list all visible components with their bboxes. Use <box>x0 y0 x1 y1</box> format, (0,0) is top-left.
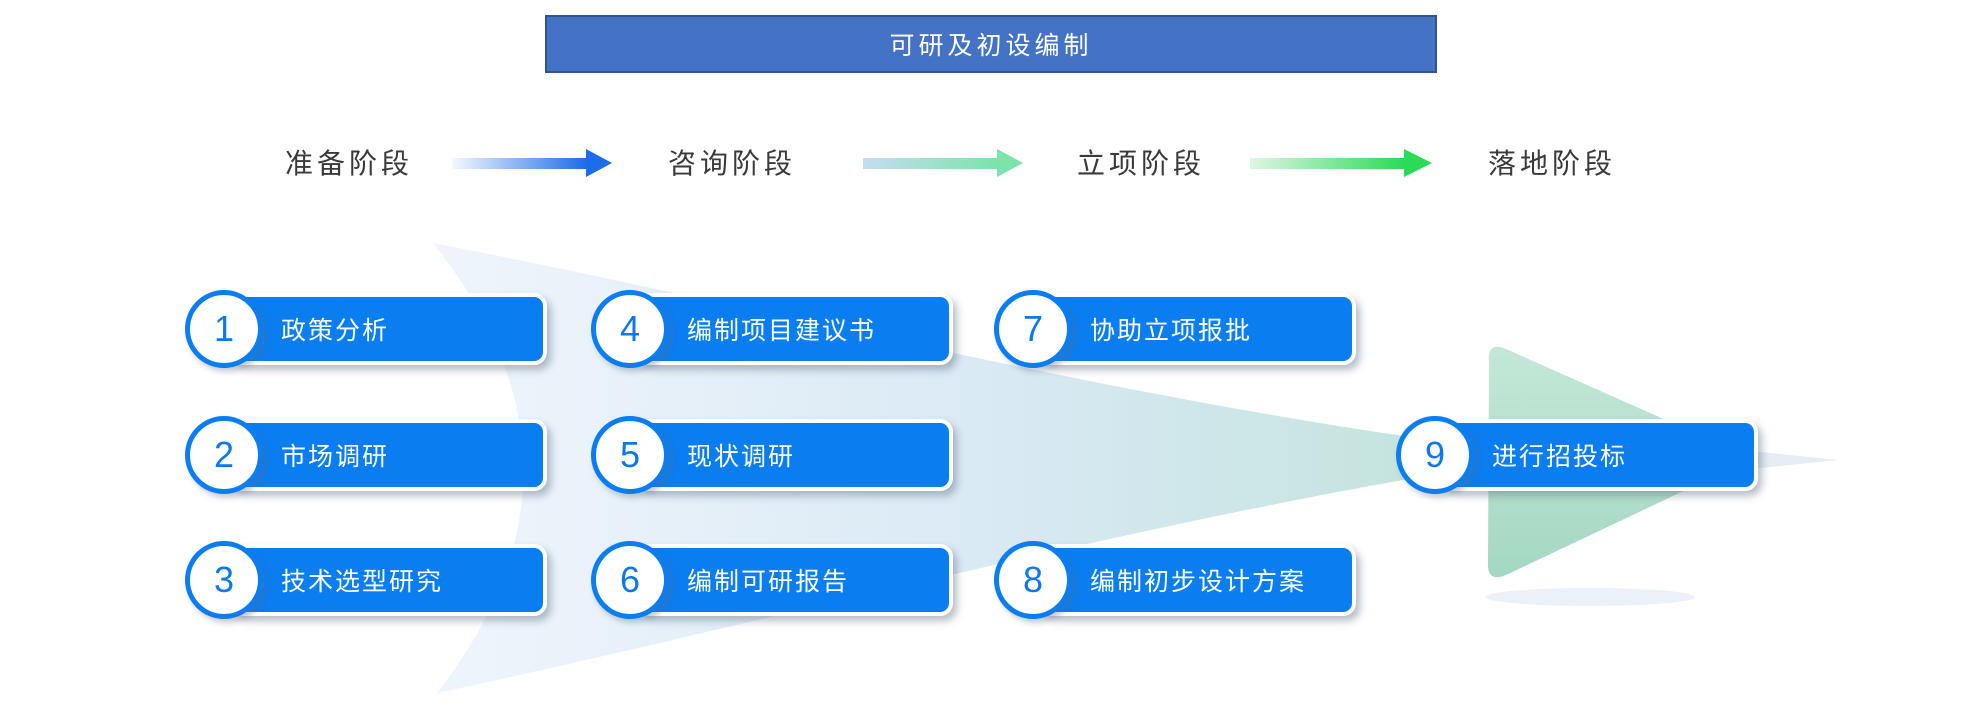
step-item-1: 政策分析 1 <box>185 290 547 376</box>
arrow-head <box>997 149 1023 177</box>
step-number: 9 <box>1424 434 1446 475</box>
step-number-circle: 3 <box>185 541 263 619</box>
step-number: 5 <box>619 434 641 475</box>
step-pill: 政策分析 <box>231 293 547 365</box>
phase-label-consulting: 咨询阶段 <box>668 148 797 179</box>
phase-arrow-1-icon <box>452 149 612 177</box>
step-number-circle: 1 <box>185 290 263 368</box>
arrow-shaft <box>863 157 997 169</box>
page-title: 可研及初设编制 <box>889 32 1093 60</box>
step-item-3: 技术选型研究 3 <box>185 541 547 627</box>
phase-label-preparation: 准备阶段 <box>285 148 414 179</box>
step-item-5: 现状调研 5 <box>591 416 953 502</box>
step-number-circle: 8 <box>994 541 1072 619</box>
step-number-circle: 6 <box>591 541 669 619</box>
step-pill: 编制可研报告 <box>637 544 953 616</box>
step-pill: 现状调研 <box>637 419 953 491</box>
step-number-circle: 5 <box>591 416 669 494</box>
step-number: 1 <box>213 308 235 349</box>
step-pill: 编制项目建议书 <box>637 293 953 365</box>
step-label: 编制可研报告 <box>687 568 850 596</box>
step-number-circle: 7 <box>994 290 1072 368</box>
step-label: 编制项目建议书 <box>687 317 877 345</box>
step-number: 8 <box>1022 559 1044 600</box>
arrowhead-shadow <box>1485 588 1695 606</box>
step-label: 技术选型研究 <box>281 568 444 596</box>
phase-label-approval: 立项阶段 <box>1077 148 1206 179</box>
step-pill: 进行招投标 <box>1442 419 1758 491</box>
step-label: 协助立项报批 <box>1090 317 1253 345</box>
step-pill: 市场调研 <box>231 419 547 491</box>
step-pill: 协助立项报批 <box>1040 293 1356 365</box>
step-label: 进行招投标 <box>1492 443 1628 471</box>
step-item-9: 进行招投标 9 <box>1396 416 1758 502</box>
step-item-6: 编制可研报告 6 <box>591 541 953 627</box>
phase-label-landing: 落地阶段 <box>1488 148 1617 179</box>
step-number-circle: 9 <box>1396 416 1474 494</box>
arrow-head <box>1404 149 1432 177</box>
title-bar: 可研及初设编制 <box>545 15 1437 73</box>
step-label: 现状调研 <box>687 443 796 471</box>
step-item-2: 市场调研 2 <box>185 416 547 502</box>
step-number: 3 <box>213 559 235 600</box>
phase-arrow-2-icon <box>863 149 1023 177</box>
step-pill: 编制初步设计方案 <box>1040 544 1356 616</box>
arrow-shaft <box>452 157 586 169</box>
step-label: 编制初步设计方案 <box>1090 568 1307 596</box>
phase-arrow-3-icon <box>1250 149 1432 177</box>
step-number: 7 <box>1022 308 1044 349</box>
arrow-head <box>586 149 612 177</box>
arrow-shaft <box>1250 157 1404 169</box>
step-label: 市场调研 <box>281 443 390 471</box>
flow-arrow-tail-streak <box>1742 450 1838 470</box>
step-item-4: 编制项目建议书 4 <box>591 290 953 376</box>
step-pill: 技术选型研究 <box>231 544 547 616</box>
step-number: 4 <box>619 308 641 349</box>
step-item-8: 编制初步设计方案 8 <box>994 541 1356 627</box>
step-number: 2 <box>213 434 235 475</box>
step-number: 6 <box>619 559 641 600</box>
step-number-circle: 4 <box>591 290 669 368</box>
step-label: 政策分析 <box>281 317 390 345</box>
step-number-circle: 2 <box>185 416 263 494</box>
step-item-7: 协助立项报批 7 <box>994 290 1356 376</box>
